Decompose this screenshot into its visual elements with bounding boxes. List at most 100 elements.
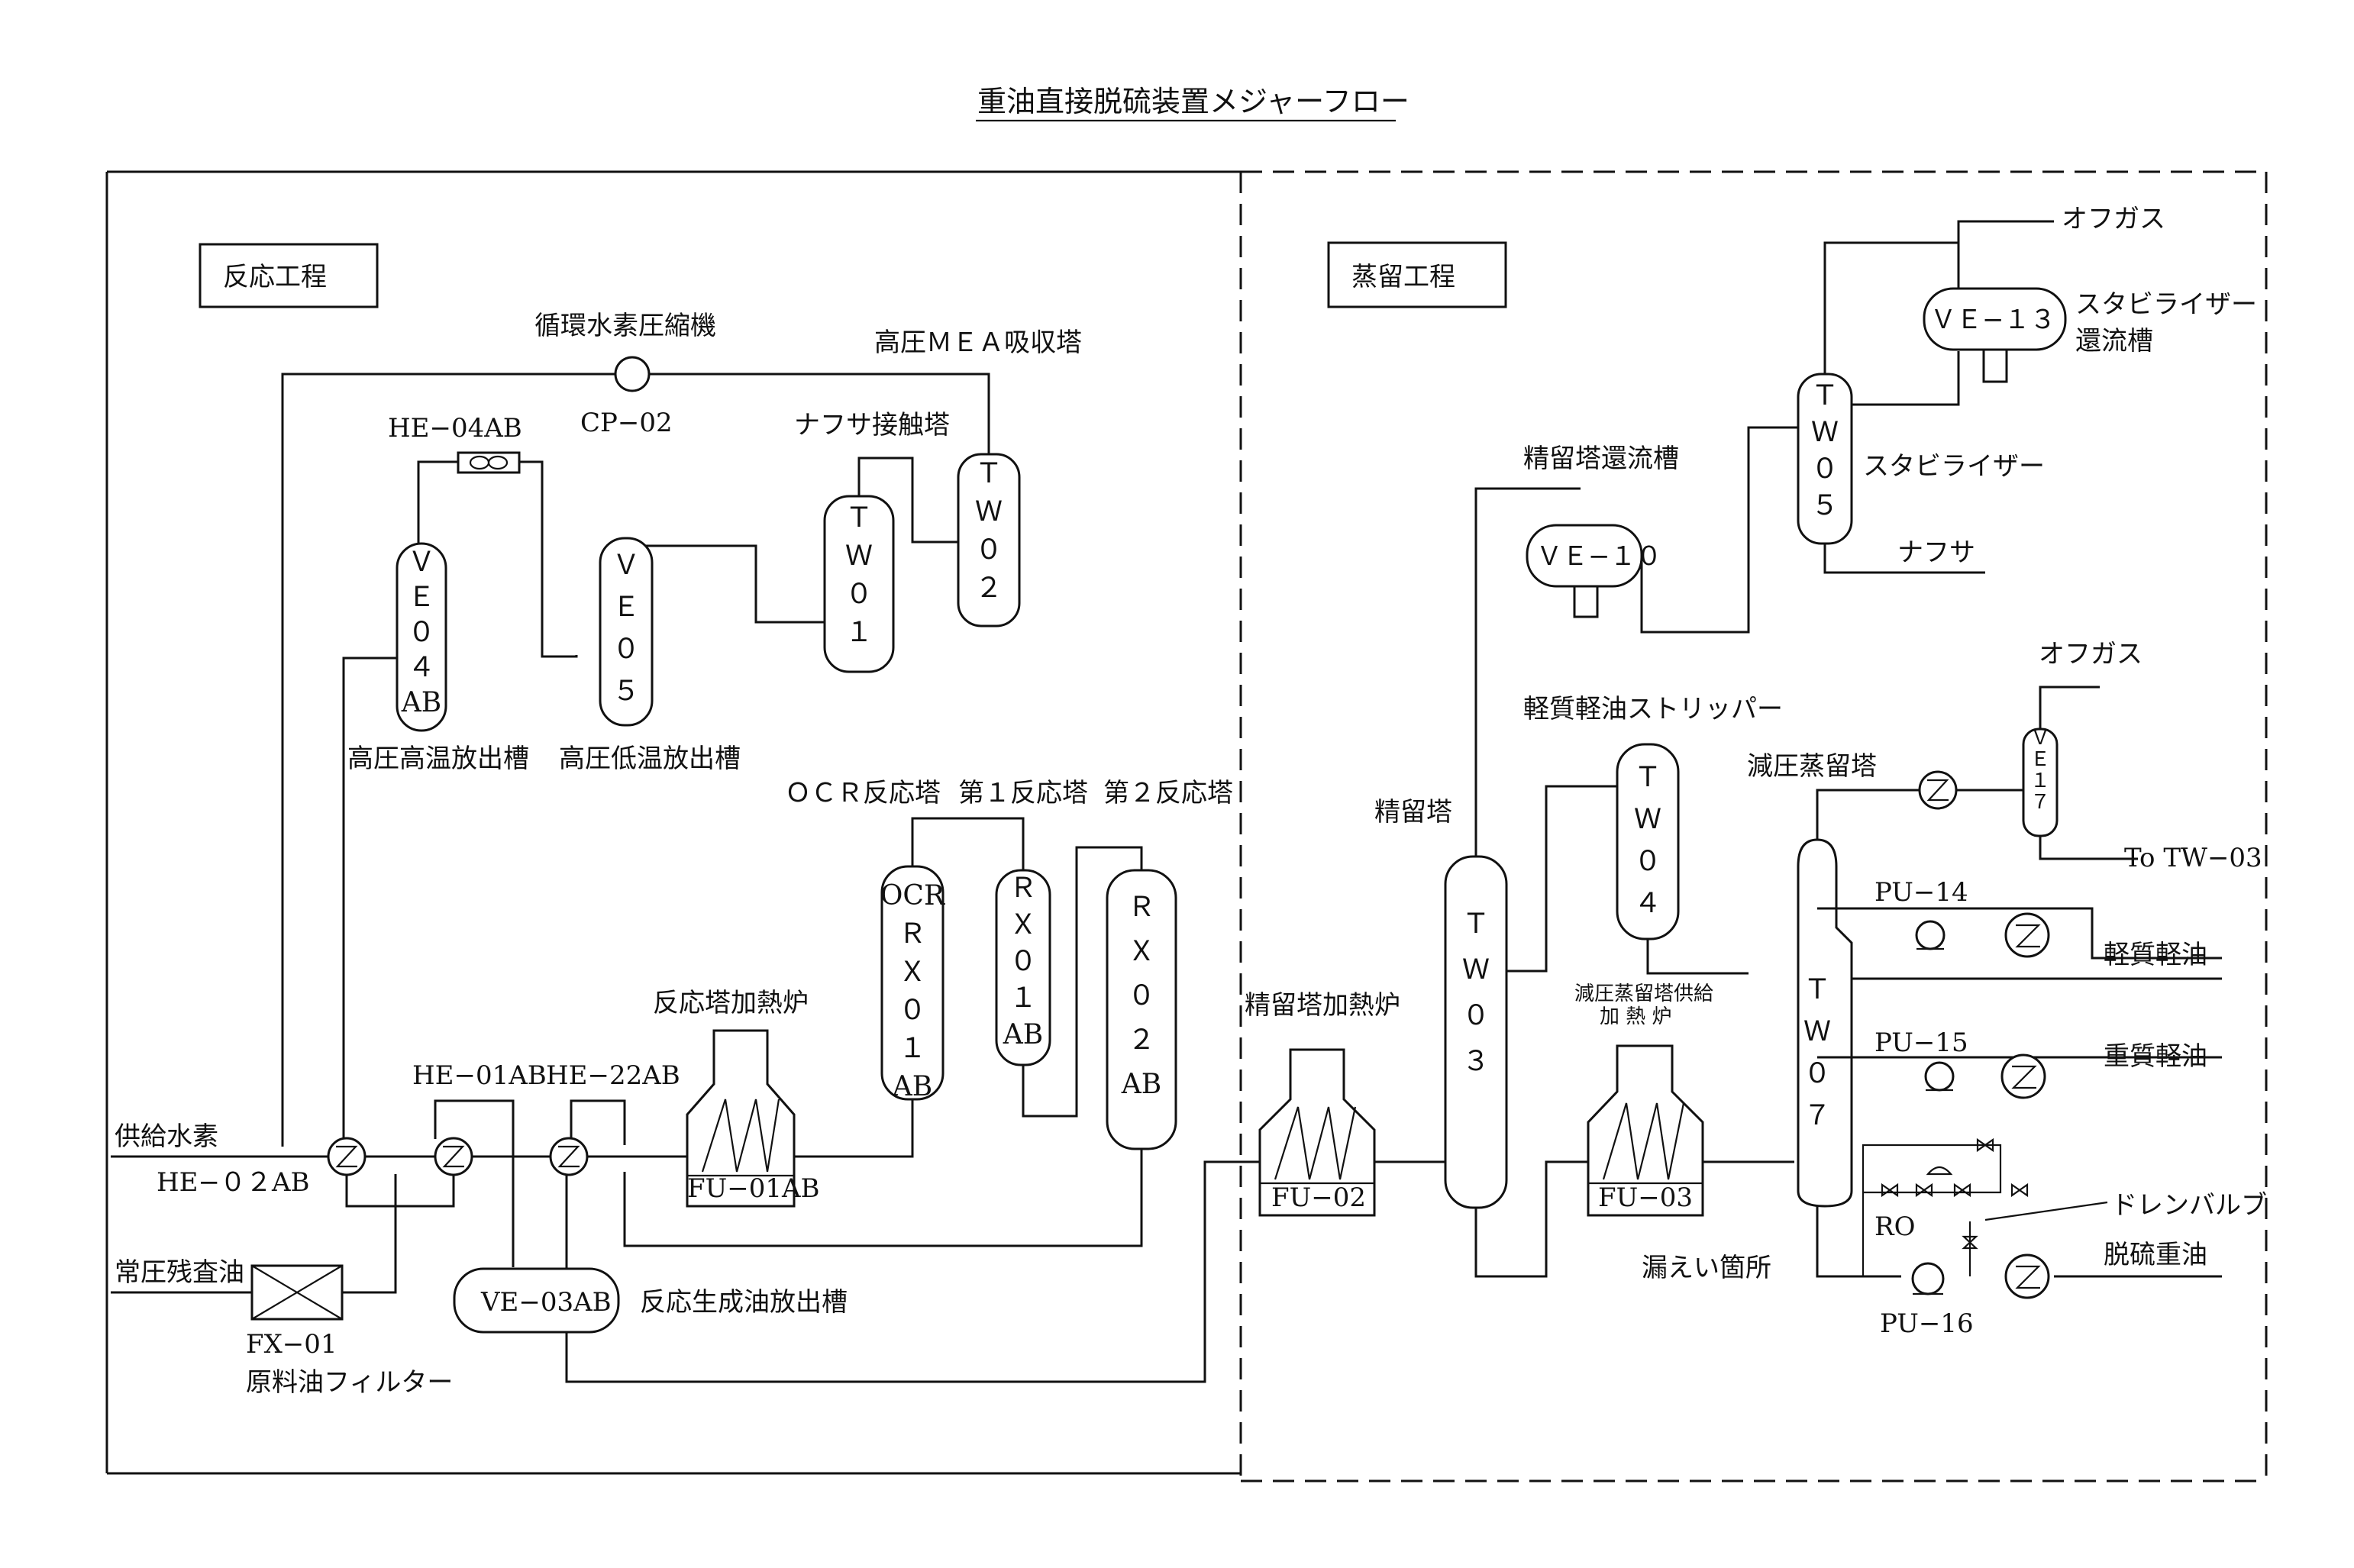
pu14-tag: PU−14 [1874, 877, 1968, 908]
furnace-fu01ab [686, 1029, 796, 1208]
pump-pu15 [1924, 1061, 1955, 1092]
vessel-ocr-char: １ [899, 1033, 926, 1064]
vessel-ve04ab [396, 542, 447, 732]
cooler-he04ab [457, 451, 521, 474]
vessel-ve05-char: Ｅ [612, 592, 640, 623]
rect-reflux-name: 精留塔還流槽 [1523, 444, 1679, 474]
vessel-tw01 [823, 495, 895, 673]
rx1-name: 第１反応塔 [958, 778, 1088, 808]
offgas2-line [2039, 686, 2100, 733]
offgas2-label: オフガス [2039, 639, 2142, 669]
vessel-rx02-char: ０ [1128, 980, 1155, 1011]
cp02-tag: CP−02 [580, 408, 673, 438]
vessel-ve05 [599, 537, 654, 727]
he04-tag: HE−04AB [388, 413, 522, 444]
exchanger-pu16 [2004, 1253, 2050, 1299]
vessel-tw04-char: Ｔ [1634, 762, 1661, 793]
offgas1-line [1957, 220, 2054, 243]
compressor-cp02 [614, 356, 651, 392]
supply-h2-label: 供給水素 [115, 1121, 218, 1152]
vessel-ve04-char: ４ [408, 652, 435, 683]
vessel-tw07-char: ７ [1803, 1100, 1831, 1131]
vessel-tw03-char: ０ [1462, 1000, 1490, 1031]
vessel-ve17-char: ７ [2030, 791, 2050, 814]
he22-tag: HE−22AB [546, 1060, 680, 1091]
rect-tower-name: 精留塔 [1374, 797, 1452, 828]
fu02-tag: FU−02 [1271, 1182, 1366, 1213]
reaction-section-label-box [199, 243, 379, 308]
naphtha-label: ナフサ [1897, 537, 1975, 568]
drain-valve-leader [1984, 1201, 2108, 1221]
exchanger-vac-overhead [1918, 770, 1958, 810]
vessel-ocr-rx01ab [880, 865, 945, 1101]
vessel-tw02-char: Ｔ [975, 458, 1003, 489]
bottoms-line [1816, 1206, 1901, 1278]
exchanger-pu15 [2000, 1053, 2046, 1099]
vessel-rx02-char: Ｘ [1128, 936, 1155, 967]
exchanger-he01ab [434, 1137, 473, 1176]
tw05-overhead-line [1823, 241, 1960, 374]
vessel-ve04-char: AB [401, 687, 441, 718]
ve04-feed-line [342, 657, 397, 1147]
tw05-reflux-line [1852, 351, 1960, 406]
he01-loop-line [434, 1099, 515, 1267]
pump-pu16 [1911, 1262, 1945, 1295]
pu16-tag: PU−16 [1880, 1308, 1974, 1339]
filter-fx01 [250, 1264, 344, 1321]
ve10-outlet-line [1640, 426, 1813, 634]
light-gasoil-line [1817, 907, 2222, 960]
reaction-section-label: 反応工程 [223, 262, 327, 292]
rx01-rx02-line [1022, 846, 1143, 1118]
vessel-ve04-char: Ｖ [408, 547, 435, 578]
distillation-section-frame [1241, 170, 2268, 1483]
fx01-tag: FX−01 [246, 1329, 337, 1360]
ve03-name: 反応生成油放出槽 [640, 1287, 848, 1318]
vessel-tw01-char: Ｗ [845, 540, 873, 572]
stab-reflux-name-1: スタビライザー [2075, 289, 2257, 320]
ocr-rx01-line [911, 817, 1025, 870]
vessel-tw04-char: ４ [1634, 888, 1661, 919]
furnace-fu03 [1587, 1044, 1704, 1217]
vessel-tw07-char: Ｗ [1803, 1016, 1831, 1047]
atm-residue-label: 常圧残査油 [115, 1257, 244, 1288]
pu15-tag: PU−15 [1874, 1028, 1968, 1058]
ve03-tag: VE−03AB [480, 1287, 612, 1318]
vessel-tw05-char: Ｗ [1811, 417, 1839, 448]
vessel-tw03-char: Ｔ [1462, 908, 1490, 940]
vessel-rx01-char: AB [1003, 1019, 1043, 1050]
vessel-rx01ab [995, 869, 1051, 1066]
exchanger-he22ab [549, 1137, 589, 1176]
reaction-section-frame [105, 170, 1241, 1475]
to-tw03-line [2039, 836, 2138, 860]
vessel-tw03-char: Ｗ [1462, 954, 1490, 986]
tw07-overhead-line [1816, 789, 1920, 840]
fu03-tag: FU−03 [1598, 1182, 1693, 1213]
exchanger-he02ab [327, 1137, 367, 1176]
vessel-ve17 [2022, 728, 2059, 837]
vessel-ocr-char: Ｒ [899, 918, 926, 950]
valve-network [1862, 1137, 2029, 1276]
vessel-tw02-char: Ｗ [975, 496, 1003, 528]
rx2-name: 第２反応塔 [1103, 778, 1233, 808]
vessel-rx02-char: Ｒ [1128, 892, 1155, 923]
offgas1-label: オフガス [2062, 204, 2165, 234]
vessel-ve03ab [453, 1267, 620, 1334]
to-tw03-label: To TW−03 [2124, 843, 2262, 873]
vessel-ve05-char: ５ [612, 676, 640, 707]
vessel-ve05-char: Ｖ [612, 550, 640, 581]
naphtha-line [1823, 544, 1985, 574]
vessel-ve05-char: ０ [612, 634, 640, 665]
stabilizer-name: スタビライザー [1863, 451, 2045, 482]
filter-outlet-line [342, 1174, 397, 1294]
ve05-name: 高圧低温放出槽 [559, 744, 741, 774]
distillation-section-label-box [1327, 241, 1507, 308]
vessel-ve04-char: Ｅ [408, 582, 435, 613]
vessel-tw04-char: ０ [1634, 846, 1661, 877]
rx02-outlet-line [623, 1149, 1143, 1247]
vessel-ve17-char: Ｖ [2030, 727, 2050, 750]
vessel-rx01-char: ０ [1009, 946, 1037, 977]
ro-label: RO [1874, 1211, 1915, 1242]
he22-loop-line [570, 1099, 626, 1145]
ve03-outlet-line [565, 1160, 1260, 1383]
